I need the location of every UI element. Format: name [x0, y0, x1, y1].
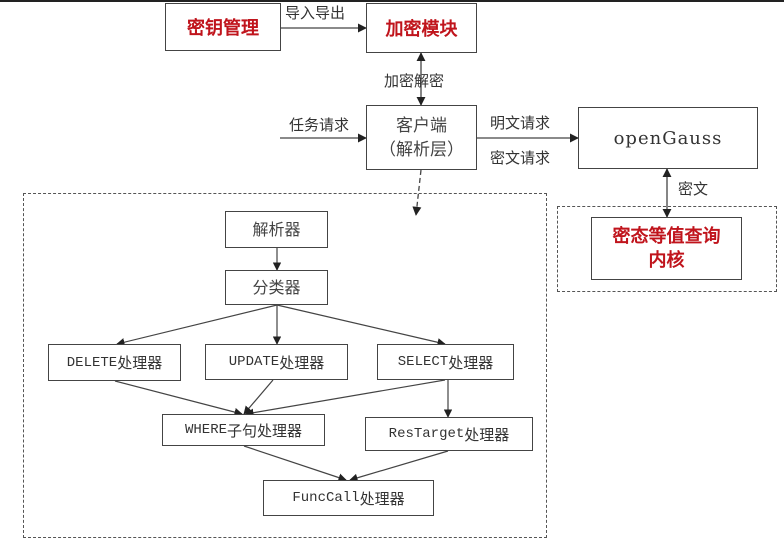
opengauss-box: openGauss: [578, 107, 758, 169]
import-export-label: 导入导出: [285, 4, 346, 22]
top-border-line: [0, 0, 784, 2]
client-box: 客户端 （解析层）: [366, 105, 477, 170]
ciphertext-label: 密文: [678, 180, 709, 198]
encryption-module-label: 加密模块: [385, 19, 458, 40]
arrow-classifier-delete: [116, 304, 278, 347]
client-label: 客户端: [396, 115, 447, 136]
plaintext-request-label: 明文请求: [490, 114, 551, 132]
parser-label: 解析器: [252, 219, 301, 239]
encrypt-decrypt-label: 加密解密: [384, 72, 445, 90]
key-management-label: 密钥管理: [187, 18, 259, 39]
arrow-select-where: [245, 379, 446, 417]
arrow-restarget-funccall: [349, 450, 449, 482]
where-handler-label: 子句处理器: [227, 421, 303, 440]
delete-handler-code: DELETE: [66, 354, 118, 371]
funccall-handler-label: 处理器: [359, 489, 405, 508]
update-handler-label: 处理器: [279, 353, 325, 372]
arrow-classifier-select: [276, 304, 446, 347]
opengauss-label: openGauss: [613, 127, 723, 149]
parser-layer-group: [23, 193, 547, 538]
key-management-box: 密钥管理: [165, 3, 281, 51]
arrow-update-where: [243, 379, 274, 415]
restarget-handler-label: 处理器: [464, 425, 510, 444]
classifier-label: 分类器: [252, 277, 301, 297]
kernel-label: 密态等值查询: [612, 225, 721, 247]
encryption-module-box: 加密模块: [366, 3, 477, 53]
delete-handler-label: 处理器: [117, 354, 163, 372]
arrow-where-funccall: [243, 445, 347, 482]
parser-box: 解析器: [225, 211, 328, 248]
classifier-box: 分类器: [225, 270, 328, 305]
update-handler-code: UPDATE: [228, 354, 280, 370]
ciphertext-request-label: 密文请求: [490, 149, 551, 167]
select-handler-label: 处理器: [448, 353, 494, 372]
restarget-handler-code: ResTarget: [388, 426, 465, 442]
task-request-label: 任务请求: [289, 116, 350, 134]
client-sublabel: （解析层）: [379, 139, 464, 160]
select-handler-code: SELECT: [397, 354, 449, 370]
funccall-handler-code: FuncCall: [292, 490, 360, 506]
kernel-group: [557, 206, 777, 292]
where-handler-code: WHERE: [184, 422, 227, 438]
arrow-delete-where: [114, 380, 243, 417]
kernel-sublabel: 内核: [648, 249, 685, 271]
kernel-box: 密态等值查询 内核: [591, 217, 742, 280]
